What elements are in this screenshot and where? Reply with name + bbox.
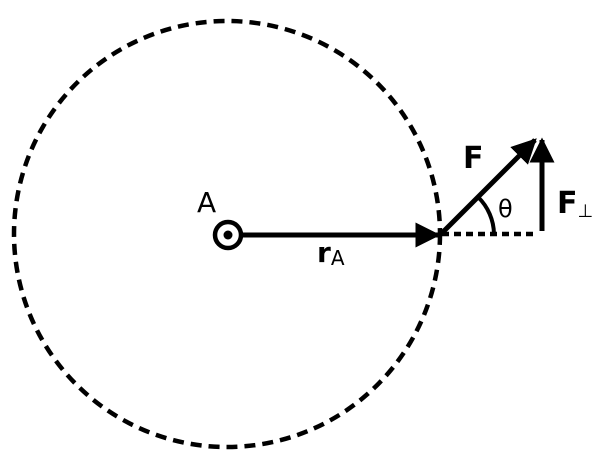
perpendicular-force-label: F⊥ [557,186,593,222]
angle-label: θ [498,195,513,223]
force-vector-arrow [439,138,537,236]
axis-out-of-page-icon [212,219,244,251]
axis-label: A [197,186,216,219]
angle-arc [476,195,496,235]
radius-label: rA [317,236,345,270]
force-label: F [463,141,484,176]
